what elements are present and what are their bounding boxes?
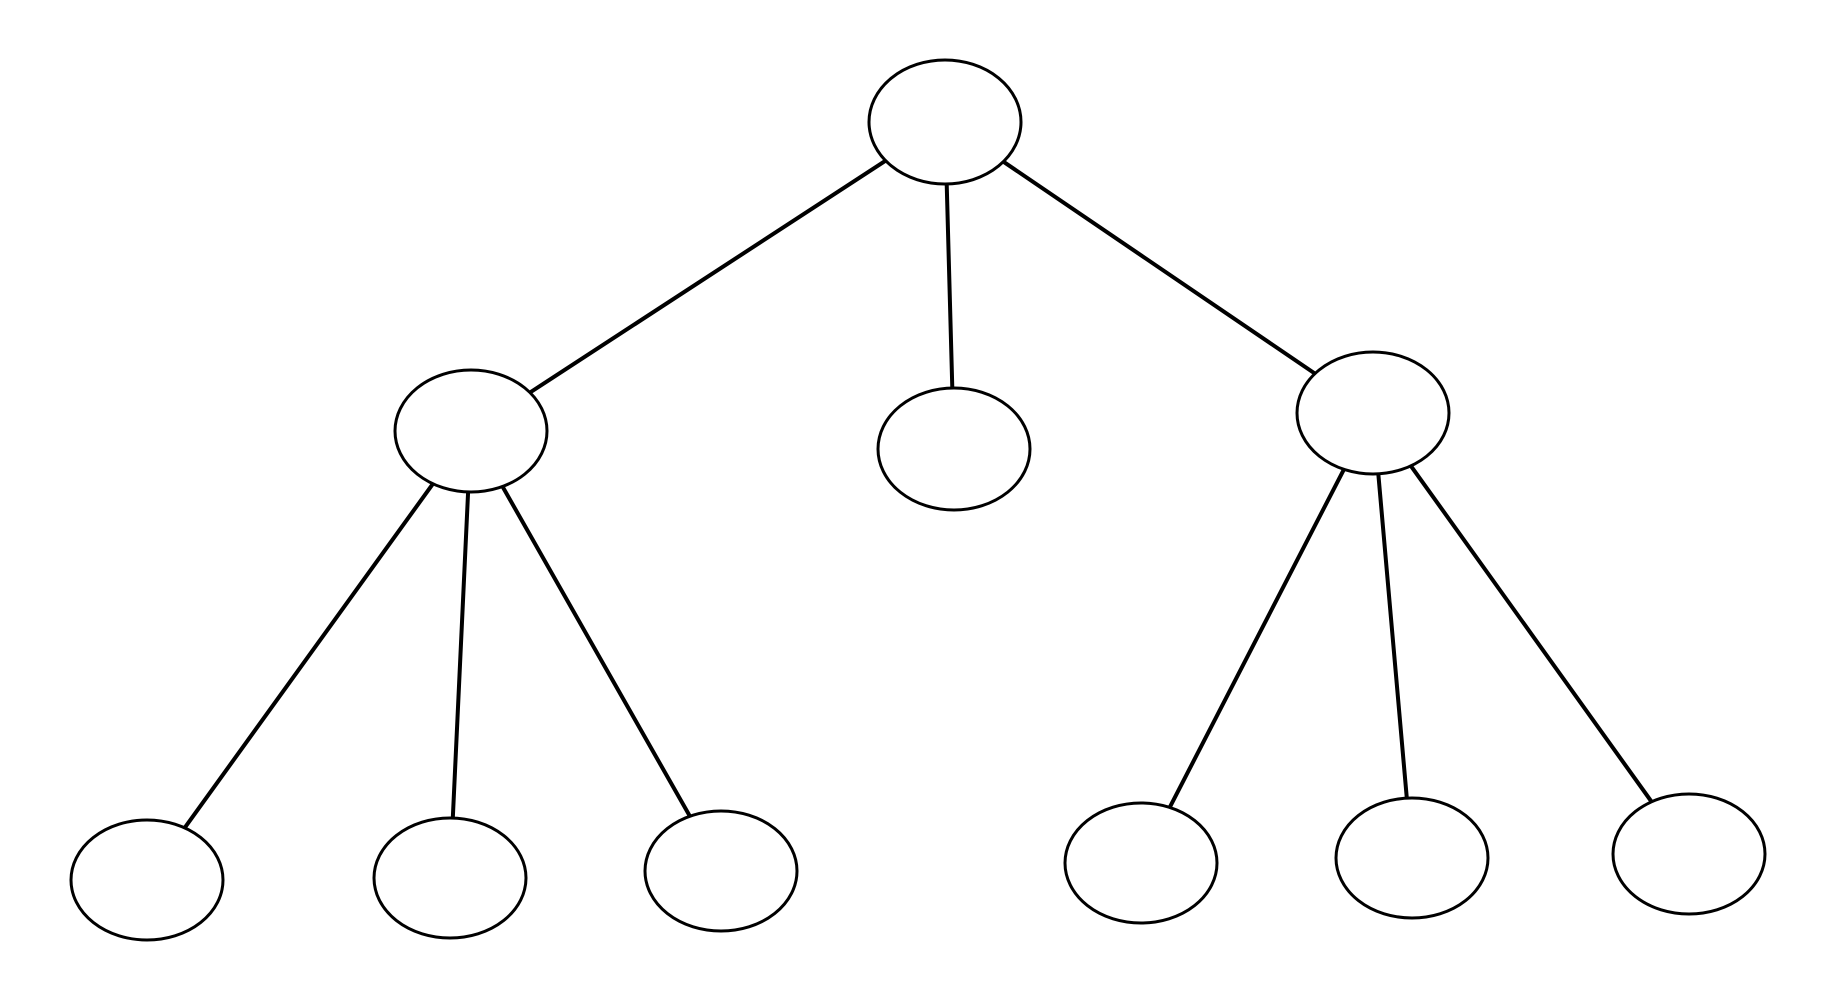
node-right xyxy=(1295,350,1451,476)
node-left xyxy=(393,368,549,494)
node-right-child-2 xyxy=(1334,796,1490,920)
edge-right-to-right-child-2 xyxy=(1376,471,1409,801)
node-left-child-2 xyxy=(372,816,528,940)
node-root xyxy=(867,58,1023,186)
node-right-child-1 xyxy=(1063,801,1219,925)
edge-right-to-right-child-1 xyxy=(1167,467,1346,810)
edge-left-to-left-child-2 xyxy=(450,490,471,820)
edge-root-to-left xyxy=(528,158,888,395)
nodes-layer xyxy=(69,58,1767,942)
node-left-child-1 xyxy=(69,818,225,942)
edge-root-to-middle xyxy=(944,182,955,390)
edge-left-to-left-child-1 xyxy=(182,481,435,830)
edges-layer xyxy=(182,158,1654,830)
edge-left-to-left-child-3 xyxy=(500,484,692,819)
node-middle xyxy=(876,386,1032,512)
edge-root-to-right xyxy=(1001,159,1317,376)
node-right-child-3 xyxy=(1611,792,1767,916)
node-left-child-3 xyxy=(643,809,799,933)
edge-right-to-right-child-3 xyxy=(1408,463,1654,804)
